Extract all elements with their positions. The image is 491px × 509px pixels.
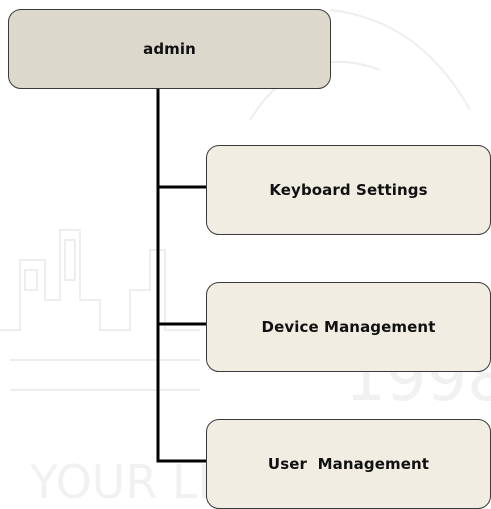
child-node-user-management: User Management [206,419,491,509]
root-node-admin: admin [8,9,331,89]
child-node-label: Keyboard Settings [269,181,428,199]
child-node-label: User Management [267,455,430,473]
child-node-label: Device Management [261,318,436,336]
child-node-device-management: Device Management [206,282,491,372]
child-node-keyboard-settings: Keyboard Settings [206,145,491,235]
root-node-label: admin [143,40,196,58]
